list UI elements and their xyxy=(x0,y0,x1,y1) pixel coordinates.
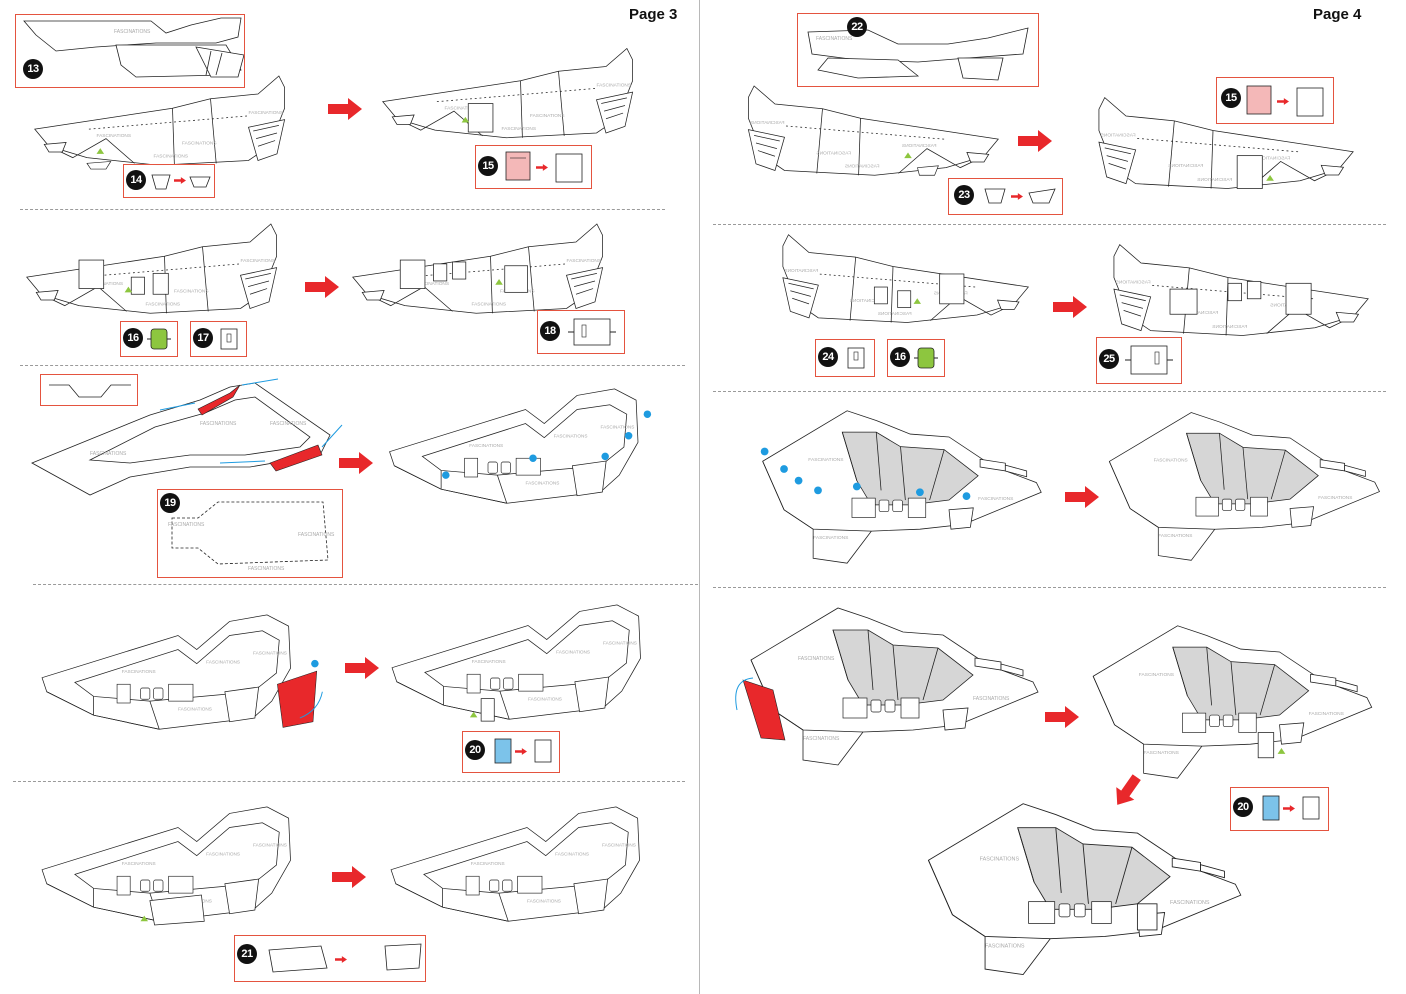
step-13-badge: 13 xyxy=(23,59,43,79)
svg-text:FASCINATIONS: FASCINATIONS xyxy=(114,29,151,35)
step-22-badge: 22 xyxy=(847,17,867,37)
hull-step-21 xyxy=(28,790,328,940)
svg-text:FASCINATIONS: FASCINATIONS xyxy=(816,36,853,42)
page-3: Page 3 FASCINATIONS 13 14 xyxy=(0,0,698,994)
page-number: Page 4 xyxy=(1313,6,1362,23)
flat-floor-panel: FASCINATIONS FASCINATIONS FASCINATIONS xyxy=(30,375,350,500)
svg-text:FASCINATIONS: FASCINATIONS xyxy=(248,566,285,572)
section-divider xyxy=(13,781,685,782)
step-15-badge: 15 xyxy=(478,156,498,176)
step-20b-detail-box xyxy=(1230,787,1329,831)
step-16-badge: 16 xyxy=(123,328,143,348)
hull-step-25 xyxy=(1083,238,1373,346)
hull-step-20 xyxy=(28,598,328,748)
step-20b-badge: 20 xyxy=(1233,797,1253,817)
next-step-arrow-icon xyxy=(328,98,362,120)
next-step-arrow-icon xyxy=(339,452,373,474)
step-17-detail-box xyxy=(190,321,247,357)
step-23-badge: 23 xyxy=(954,185,974,205)
section-divider xyxy=(20,365,685,366)
next-step-arrow-icon xyxy=(332,866,366,888)
cockpit-step-20 xyxy=(1081,618,1381,783)
step-22-detail-box: FASCINATIONS xyxy=(797,13,1039,87)
step-18-badge: 18 xyxy=(540,321,560,341)
step-21-detail-box xyxy=(234,935,426,982)
section-divider xyxy=(713,391,1386,392)
section-divider xyxy=(20,209,665,210)
step-25-badge: 25 xyxy=(1099,349,1119,369)
page-separator xyxy=(699,0,700,994)
hull-step-15 xyxy=(378,40,663,150)
step-20-badge: 20 xyxy=(465,740,485,760)
page-4: Page 4 FASCINATIONS 22 23 15 xyxy=(703,0,1406,994)
svg-text:FASCINATIONS: FASCINATIONS xyxy=(200,421,237,427)
hull-step-15b xyxy=(1068,90,1358,200)
cockpit-glued xyxy=(1098,405,1388,565)
svg-text:FASCINATIONS: FASCINATIONS xyxy=(270,421,307,427)
hull-step-24-16 xyxy=(753,228,1033,333)
step-21-badge: 21 xyxy=(237,944,257,964)
svg-text:FASCINATIONS: FASCINATIONS xyxy=(298,532,335,538)
next-step-arrow-icon xyxy=(1045,706,1079,728)
step-13-detail-box: FASCINATIONS xyxy=(15,14,245,88)
step-24-detail-box xyxy=(815,339,875,377)
step-24-badge: 24 xyxy=(818,347,838,367)
next-step-arrow-icon xyxy=(1053,296,1087,318)
step-17-badge: 17 xyxy=(193,328,213,348)
section-divider xyxy=(713,224,1386,225)
next-step-arrow-icon xyxy=(1065,486,1099,508)
section-divider xyxy=(713,587,1386,588)
step-14-badge: 14 xyxy=(126,170,146,190)
step-15b-badge: 15 xyxy=(1221,88,1241,108)
hull-step-20-result xyxy=(383,588,673,738)
step-18-detail-box xyxy=(537,310,625,354)
cockpit-glue-points xyxy=(753,403,1048,568)
svg-text:FASCINATIONS: FASCINATIONS xyxy=(168,522,205,528)
hull-step-18 xyxy=(348,218,633,323)
next-step-arrow-icon xyxy=(1018,130,1052,152)
step-19-badge: 19 xyxy=(160,493,180,513)
step-19-detail-box: FASCINATIONS FASCINATIONS FASCINATIONS xyxy=(157,489,343,578)
section-divider xyxy=(33,584,698,585)
svg-text:FASCINATIONS: FASCINATIONS xyxy=(90,451,127,457)
next-step-arrow-icon xyxy=(345,657,379,679)
cockpit-fold-front xyxy=(735,600,1043,770)
hull-step-21-result xyxy=(382,790,672,940)
hull-step-19-result xyxy=(378,372,673,522)
step-16b-badge: 16 xyxy=(890,347,910,367)
next-step-arrow-icon xyxy=(305,276,339,298)
hull-step-16-17 xyxy=(22,218,307,323)
hull-step-13-14 xyxy=(30,70,315,175)
hull-step-22-23 xyxy=(718,80,1003,185)
cockpit-final xyxy=(918,795,1248,980)
fold-profile-detail-box xyxy=(40,374,138,406)
page-number: Page 3 xyxy=(629,6,678,23)
